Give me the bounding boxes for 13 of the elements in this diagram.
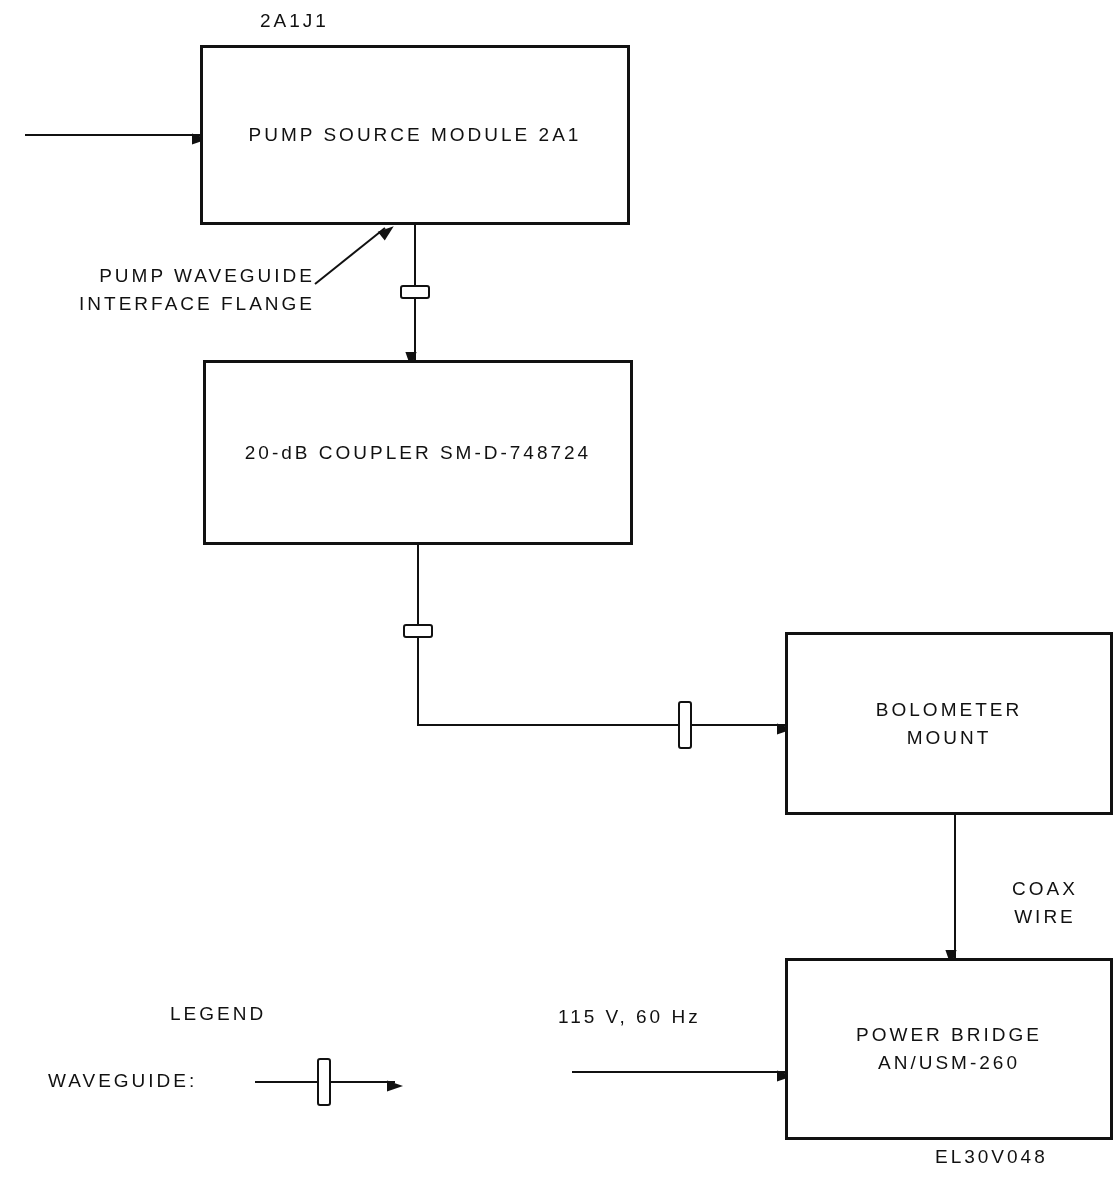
block-label: 20-dB COUPLER SM-D-748724: [243, 440, 593, 465]
block-label: PUMP SOURCE MODULE 2A1: [247, 123, 583, 148]
callout-text: PUMP WAVEGUIDE INTERFACE FLANGE: [8, 262, 315, 318]
block-box: [785, 958, 1113, 1140]
block-label: POWER BRIDGE AN/USM-260: [855, 1023, 1043, 1075]
legend-label: WAVEGUIDE:: [48, 1069, 198, 1093]
block-box: [203, 360, 633, 545]
block-box: [200, 45, 630, 225]
block-label: BOLOMETER MOUNT: [874, 697, 1024, 750]
connector-designation: 2A1J1: [260, 9, 329, 33]
legend-heading: LEGEND: [170, 1002, 267, 1026]
drawing-number: EL30V048: [935, 1145, 1048, 1169]
block-box: [785, 632, 1113, 815]
